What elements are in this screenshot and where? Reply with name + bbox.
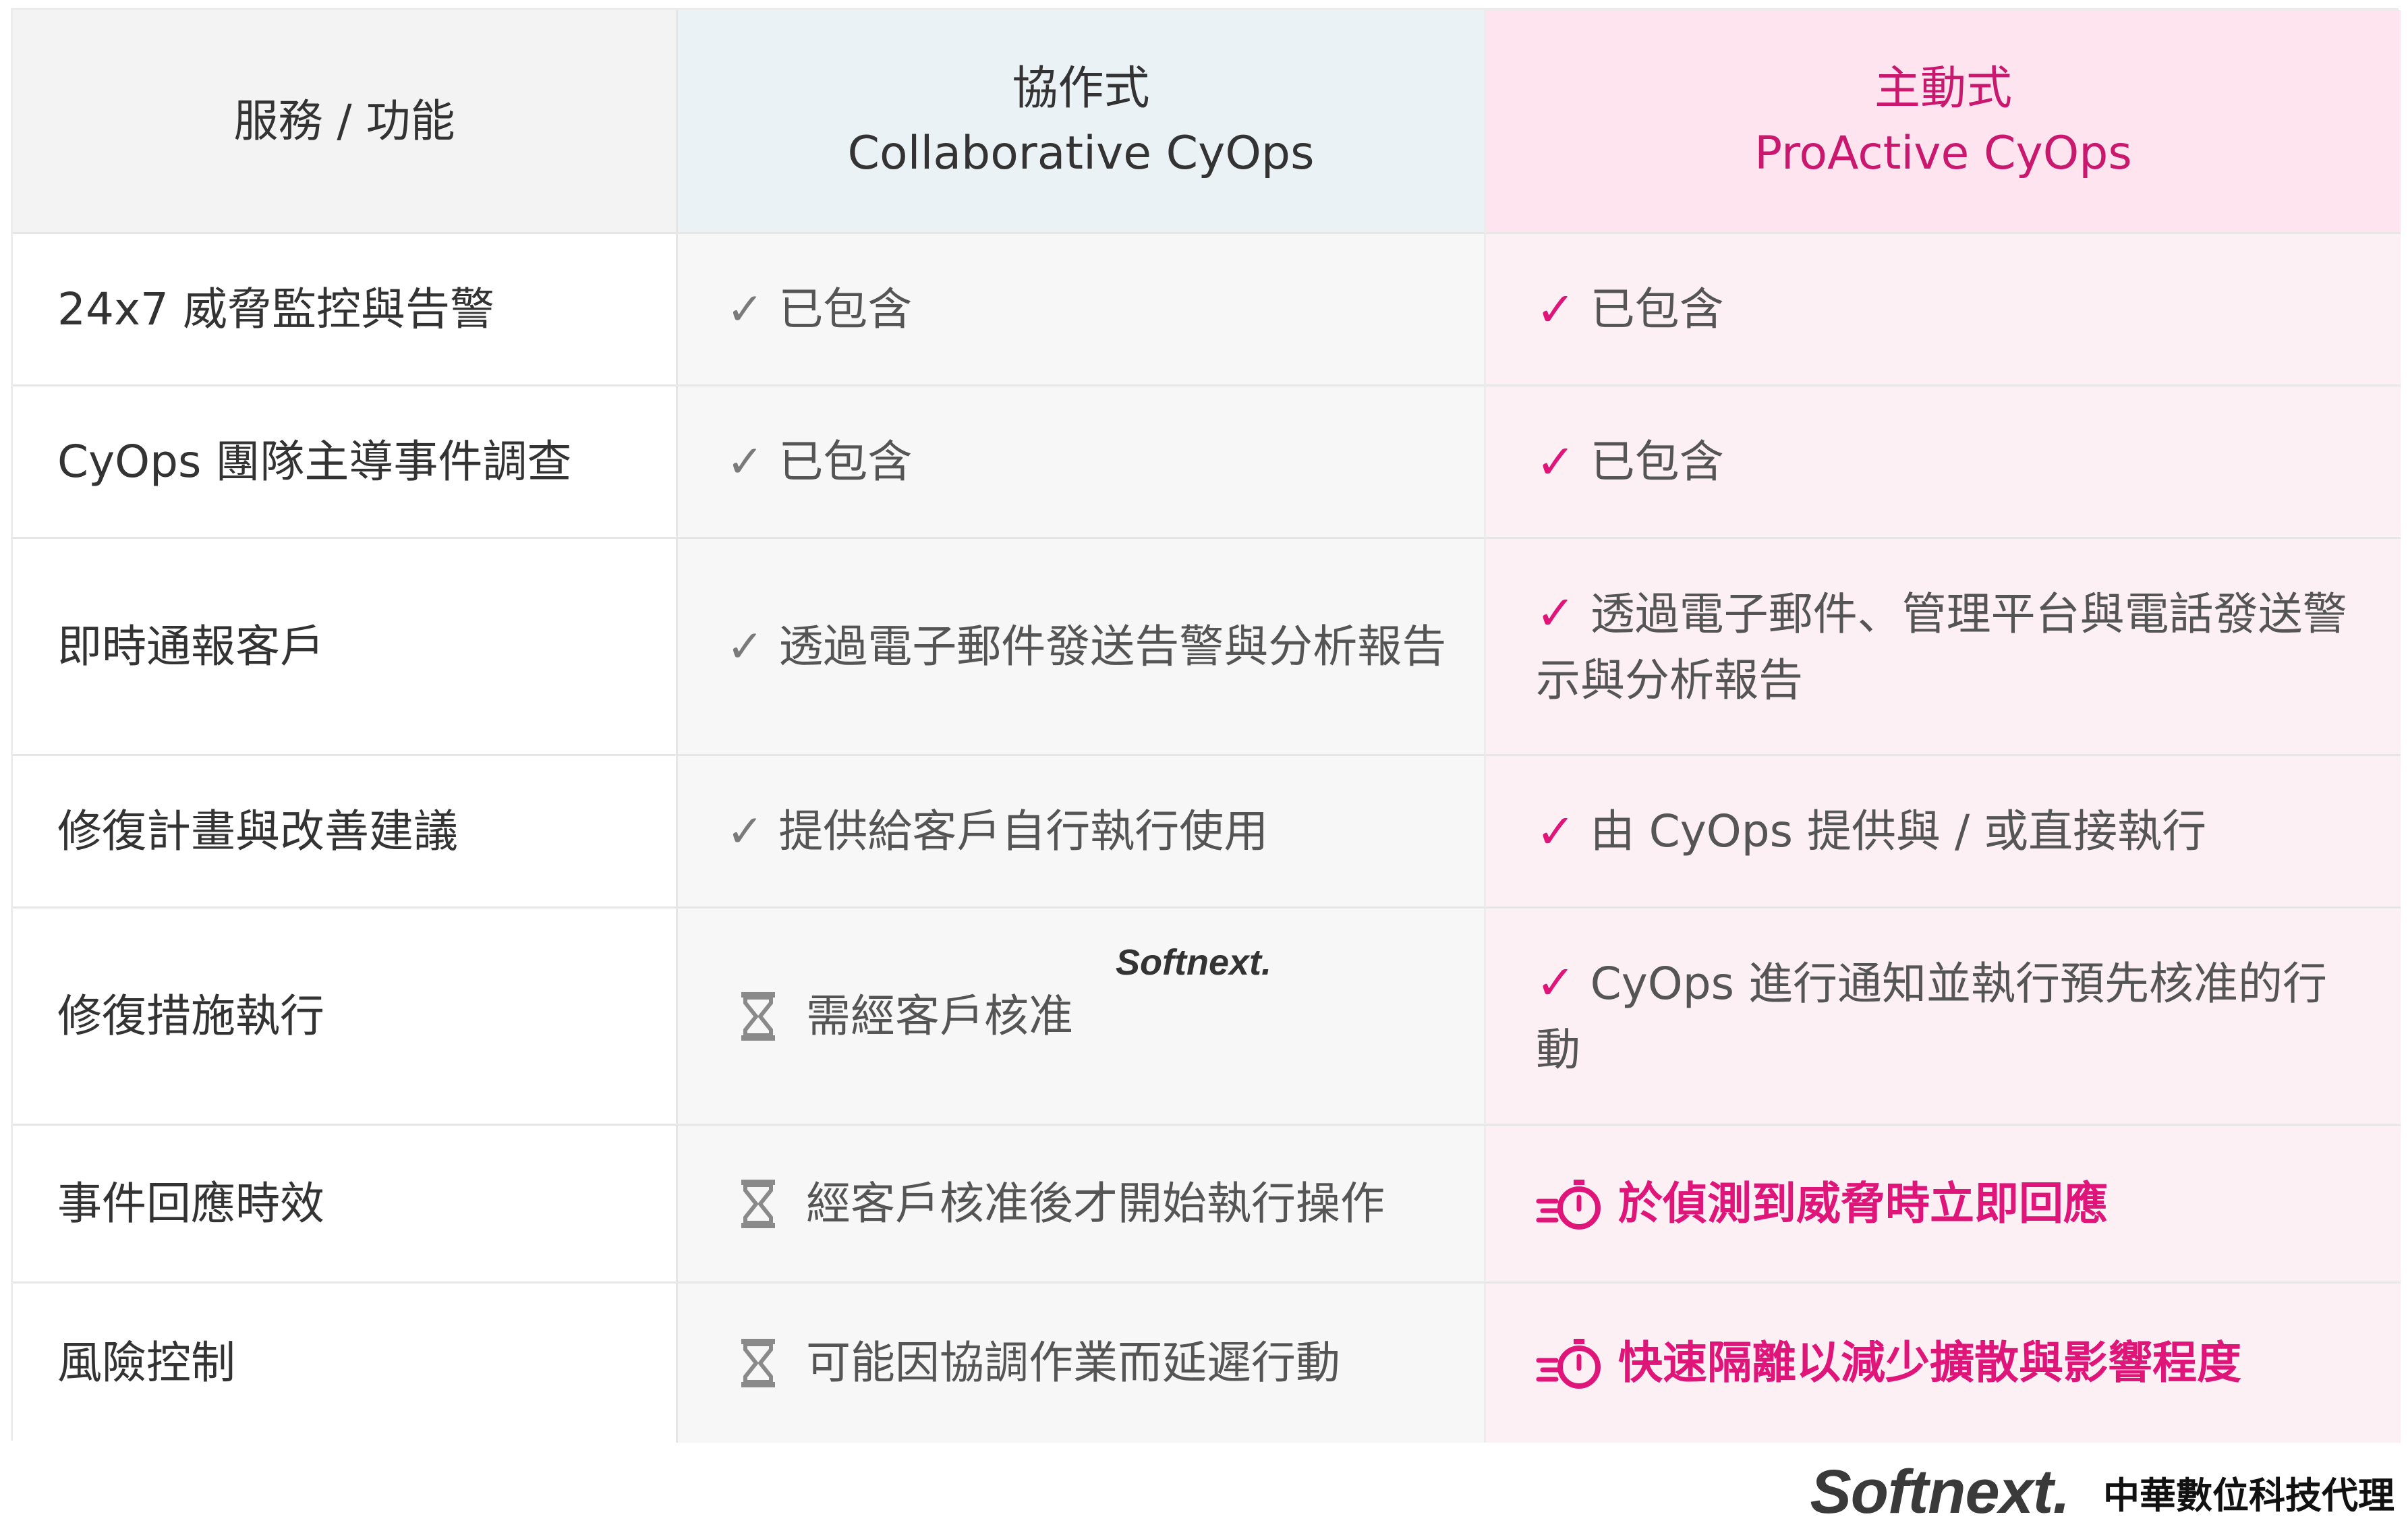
header-feature: 服務 / 功能 <box>13 10 678 234</box>
hourglass-icon <box>741 991 775 1041</box>
proactive-cell: 於偵測到威脅時立即回應 <box>1486 1126 2401 1283</box>
check-icon: ✓ <box>1536 434 1576 490</box>
proactive-cell: ✓CyOps 進行通知並執行預先核准的行動 <box>1486 908 2401 1126</box>
check-icon: ✓ <box>1536 281 1576 337</box>
proactive-title-en: ProActive CyOps <box>1754 126 2132 180</box>
collab-cell: ✓ 提供給客戶自行執行使用 <box>678 756 1486 908</box>
footer-agent-text: 中華數位科技代理 <box>2103 1474 2395 1517</box>
collab-cell: ✓透過電子郵件發送告警與分析報告 <box>678 539 1486 756</box>
proactive-title-zh: 主動式 <box>1874 61 2012 115</box>
check-icon: ✓ <box>1536 803 1576 859</box>
fast-clock-icon <box>1536 1339 1601 1389</box>
check-icon: ✓ <box>1536 585 1576 641</box>
check-icon: ✓ <box>726 620 764 672</box>
softnext-logo: Softnext. <box>1810 1458 2070 1526</box>
check-icon: ✓ <box>1536 954 1576 1010</box>
collab-cell: 需經客戶核准 <box>678 908 1486 1126</box>
header-proactive: 主動式 ProActive CyOps <box>1486 10 2401 234</box>
feature-cell: 即時通報客戶 <box>13 539 678 756</box>
feature-cell: 修復措施執行 <box>13 908 678 1126</box>
fast-clock-icon <box>1536 1179 1601 1230</box>
collab-title-zh: 協作式 <box>1012 61 1150 115</box>
collab-cell: 經客戶核准後才開始執行操作 <box>678 1126 1486 1283</box>
hourglass-icon <box>741 1179 775 1228</box>
check-icon: ✓ <box>726 283 764 335</box>
comparison-table: 服務 / 功能 協作式 Collaborative CyOps 主動式 ProA… <box>11 8 2401 1443</box>
proactive-cell: ✓ 由 CyOps 提供與 / 或直接執行 <box>1486 756 2401 908</box>
collab-title-en: Collaborative CyOps <box>847 126 1315 180</box>
feature-cell: 事件回應時效 <box>13 1126 678 1283</box>
softnext-watermark: Softnext. <box>1116 942 1272 983</box>
proactive-cell: ✓ 已包含 <box>1486 386 2401 539</box>
feature-cell: 24x7 威脅監控與告警 <box>13 234 678 386</box>
feature-cell: 修復計畫與改善建議 <box>13 756 678 908</box>
check-icon: ✓ <box>726 805 764 857</box>
proactive-cell: ✓ 已包含 <box>1486 234 2401 386</box>
proactive-cell: 快速隔離以減少擴散與影響程度 <box>1486 1283 2401 1443</box>
collab-cell: 可能因協調作業而延遲行動 <box>678 1283 1486 1443</box>
footer: Softnext. 中華數位科技代理 <box>1810 1457 2395 1528</box>
proactive-cell: ✓透過電子郵件、管理平台與電話發送警示與分析報告 <box>1486 539 2401 756</box>
collab-cell: ✓ 已包含 <box>678 234 1486 386</box>
hourglass-icon <box>741 1339 775 1387</box>
check-icon: ✓ <box>726 435 764 488</box>
feature-cell: 風險控制 <box>13 1283 678 1443</box>
collab-cell: ✓ 已包含 <box>678 386 1486 539</box>
feature-cell: CyOps 團隊主導事件調查 <box>13 386 678 539</box>
header-collaborative: 協作式 Collaborative CyOps <box>678 10 1486 234</box>
